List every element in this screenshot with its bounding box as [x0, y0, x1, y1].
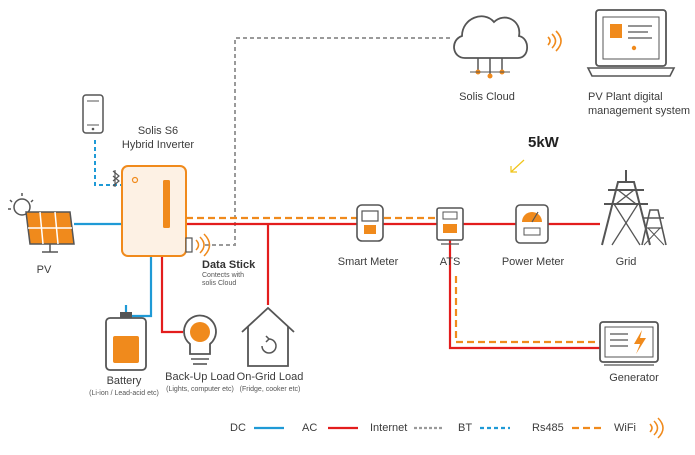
transmission-tower-icon	[601, 170, 667, 246]
legend-rs485-label: Rs485	[532, 422, 564, 434]
data-stick-device	[185, 237, 193, 253]
data-stick-sub2: solis Cloud	[202, 280, 237, 287]
solar-panel-icon	[8, 193, 75, 253]
inverter-title: Solis S6 Hybrid Inverter	[122, 124, 194, 152]
inverter-unit	[121, 165, 187, 257]
legend-ac-label: AC	[302, 422, 318, 434]
battery-icon	[105, 312, 147, 371]
legend-wifi-label: WiFi	[614, 422, 636, 434]
backup-load-label-group: Back-Up Load (Lights, computer etc)	[165, 370, 235, 394]
wifi-signal-icon	[547, 30, 562, 52]
smartphone-icon	[82, 94, 104, 134]
inverter-title-line1: Solis S6	[137, 125, 179, 137]
battery-label-group: Battery (Li-ion / Lead-acid etc)	[89, 374, 159, 398]
inverter-title-line2: Hybrid Inverter	[121, 139, 195, 151]
generator-ac-line	[448, 240, 600, 350]
monitoring-label-line2: management system	[588, 105, 691, 117]
generator-label: Generator	[609, 372, 659, 384]
wifi-signal-icon	[195, 233, 211, 257]
bluetooth-icon	[112, 170, 120, 187]
generator-rs485-line	[454, 276, 600, 344]
generator-icon	[599, 321, 659, 366]
lightbulb-icon	[183, 314, 217, 365]
smart-meter-label: Smart Meter	[337, 256, 399, 268]
laptop-icon	[586, 9, 676, 77]
data-stick-sub1: Contects with	[202, 272, 245, 279]
data-stick-label: Data Stick	[202, 259, 256, 271]
legend-swatches	[254, 417, 664, 439]
pv-label: PV	[36, 264, 52, 276]
house-icon	[241, 306, 295, 367]
monitoring-label: PV Plant digital management system	[588, 90, 690, 118]
legend-bt-label: BT	[458, 422, 473, 434]
ongrid-load-label-group: On-Grid Load (Fridge, cooker etc)	[237, 370, 304, 394]
battery-sub: (Li-ion / Lead-acid etc)	[89, 390, 159, 397]
meter-icon	[356, 204, 384, 242]
ongrid-load-sub: (Fridge, cooker etc)	[239, 386, 301, 393]
backup-load-sub: (Lights, computer etc)	[166, 386, 234, 393]
cloud-label: Solis Cloud	[459, 91, 515, 103]
ongrid-load-label: On-Grid Load	[236, 371, 304, 383]
ats-label: ATS	[439, 256, 461, 268]
power-note-arrow	[510, 159, 525, 173]
internet-connection-line	[205, 37, 450, 246]
power-meter-icon	[515, 204, 549, 244]
power-note: 5kW	[528, 134, 559, 151]
monitoring-label-line1: PV Plant digital	[588, 91, 663, 103]
backup-load-label: Back-Up Load	[165, 371, 235, 383]
transfer-switch-icon	[436, 207, 464, 245]
grid-label: Grid	[615, 256, 637, 268]
power-meter-label: Power Meter	[501, 256, 565, 268]
legend-dc-label: DC	[230, 422, 246, 434]
data-stick-label-group: Data Stick Contects with solis Cloud	[202, 258, 255, 288]
battery-label: Battery	[106, 375, 142, 387]
backup-ac-line	[160, 256, 183, 334]
battery-dc-line	[126, 256, 153, 318]
cloud-network-icon	[453, 15, 529, 79]
legend-internet-label: Internet	[370, 422, 408, 434]
bt-connection-line	[94, 140, 122, 186]
